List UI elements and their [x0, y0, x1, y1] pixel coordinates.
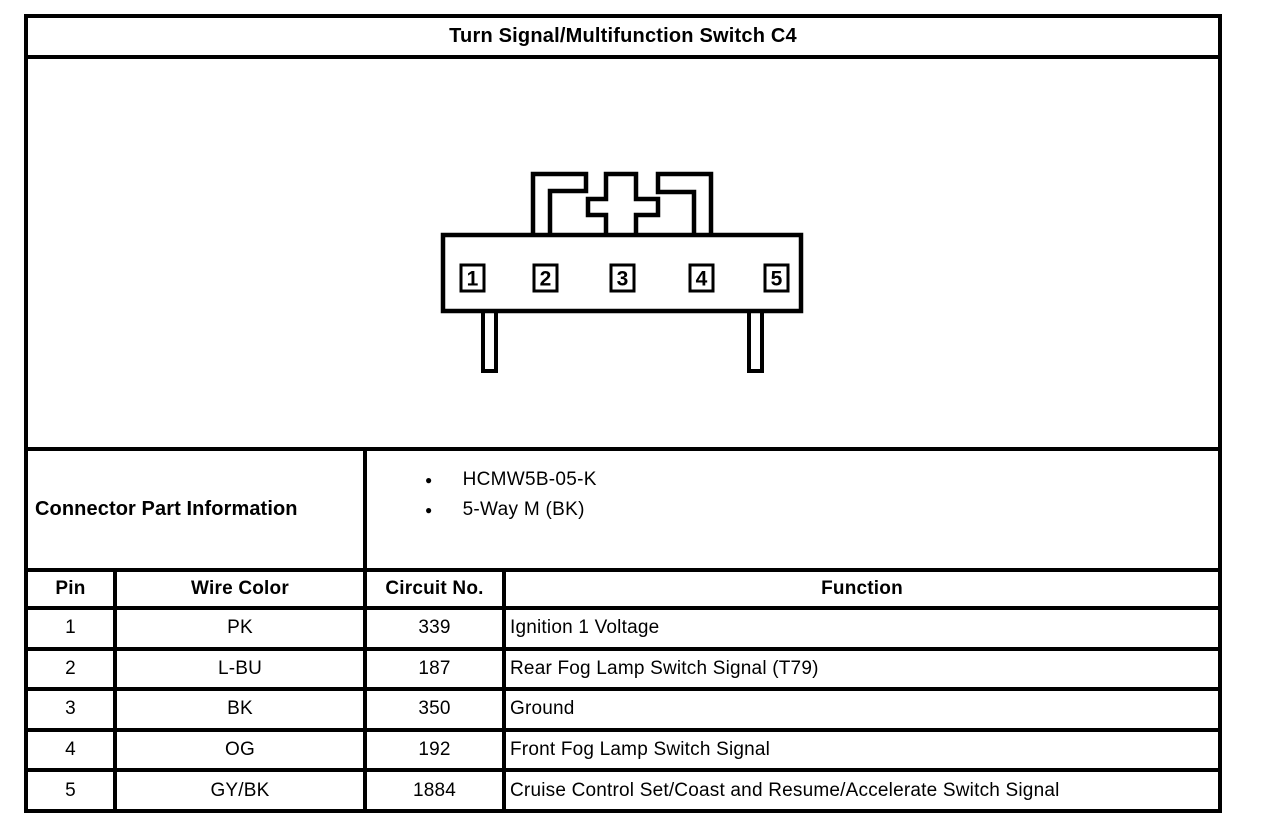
- part-number-text: HCMW5B-05-K: [462, 469, 597, 490]
- row2-function: Rear Fog Lamp Switch Signal (T79): [506, 650, 1218, 688]
- pin-1-label: 1: [467, 268, 479, 291]
- row4-wire-color: OG: [117, 731, 363, 769]
- pin-3-box: [609, 263, 636, 293]
- part-description-text: 5-Way M (BK): [462, 499, 585, 520]
- row5-wire-color: GY/BK: [117, 772, 363, 809]
- row2-circuit-no: 187: [367, 650, 502, 688]
- keying-tab-right: [655, 171, 714, 237]
- row1-function: Ignition 1 Voltage: [506, 610, 1218, 647]
- row5-pin: 5: [28, 772, 113, 809]
- pin-table: Pin Wire Color Circuit No. Function 1 PK…: [28, 572, 1218, 809]
- row4-function: Front Fog Lamp Switch Signal: [506, 731, 1218, 769]
- header-wire-color: Wire Color: [117, 572, 363, 606]
- mounting-leg-right: [747, 309, 764, 373]
- pin-2-box: [532, 263, 559, 293]
- row3-pin: 3: [28, 691, 113, 728]
- row2-wire-color: L-BU: [117, 650, 363, 688]
- header-pin: Pin: [28, 572, 113, 606]
- header-circuit-no: Circuit No.: [367, 572, 502, 606]
- connector-face-drawing: 1 2 3 4 5: [440, 171, 804, 373]
- part-number-item: ● HCMW5B-05-K: [425, 465, 1218, 495]
- header-function: Function: [506, 572, 1218, 606]
- part-info-values: ● HCMW5B-05-K ● 5-Way M (BK): [367, 451, 1218, 568]
- row4-pin: 4: [28, 731, 113, 769]
- row4-circuit-no: 192: [367, 731, 502, 769]
- part-info-label: Connector Part Information: [28, 451, 363, 568]
- row1-wire-color: PK: [117, 610, 363, 647]
- pin-5-label: 5: [771, 268, 783, 291]
- row3-wire-color: BK: [117, 691, 363, 728]
- pin-3-label: 3: [617, 268, 629, 291]
- mounting-leg-left: [481, 309, 498, 373]
- bullet-icon: ●: [425, 503, 433, 517]
- connector-spec-document: Turn Signal/Multifunction Switch C4 1 2 …: [24, 14, 1222, 813]
- pin-1-box: [459, 263, 486, 293]
- pin-2-label: 2: [540, 268, 552, 291]
- pin-5-box: [763, 263, 790, 293]
- pin-4-label: 4: [696, 268, 708, 291]
- row3-function: Ground: [506, 691, 1218, 728]
- row1-circuit-no: 339: [367, 610, 502, 647]
- page-title: Turn Signal/Multifunction Switch C4: [28, 18, 1218, 55]
- row1-pin: 1: [28, 610, 113, 647]
- row5-circuit-no: 1884: [367, 772, 502, 809]
- connector-diagram: 1 2 3 4 5: [28, 59, 1218, 447]
- connector-part-information-section: Connector Part Information ● HCMW5B-05-K…: [28, 451, 1218, 568]
- bullet-icon: ●: [425, 473, 433, 487]
- keying-tab-center-cross: [585, 171, 661, 237]
- keying-tab-left: [530, 171, 589, 237]
- row2-pin: 2: [28, 650, 113, 688]
- part-description-item: ● 5-Way M (BK): [425, 495, 1218, 525]
- pin-4-box: [688, 263, 715, 293]
- row5-function: Cruise Control Set/Coast and Resume/Acce…: [506, 772, 1218, 809]
- row3-circuit-no: 350: [367, 691, 502, 728]
